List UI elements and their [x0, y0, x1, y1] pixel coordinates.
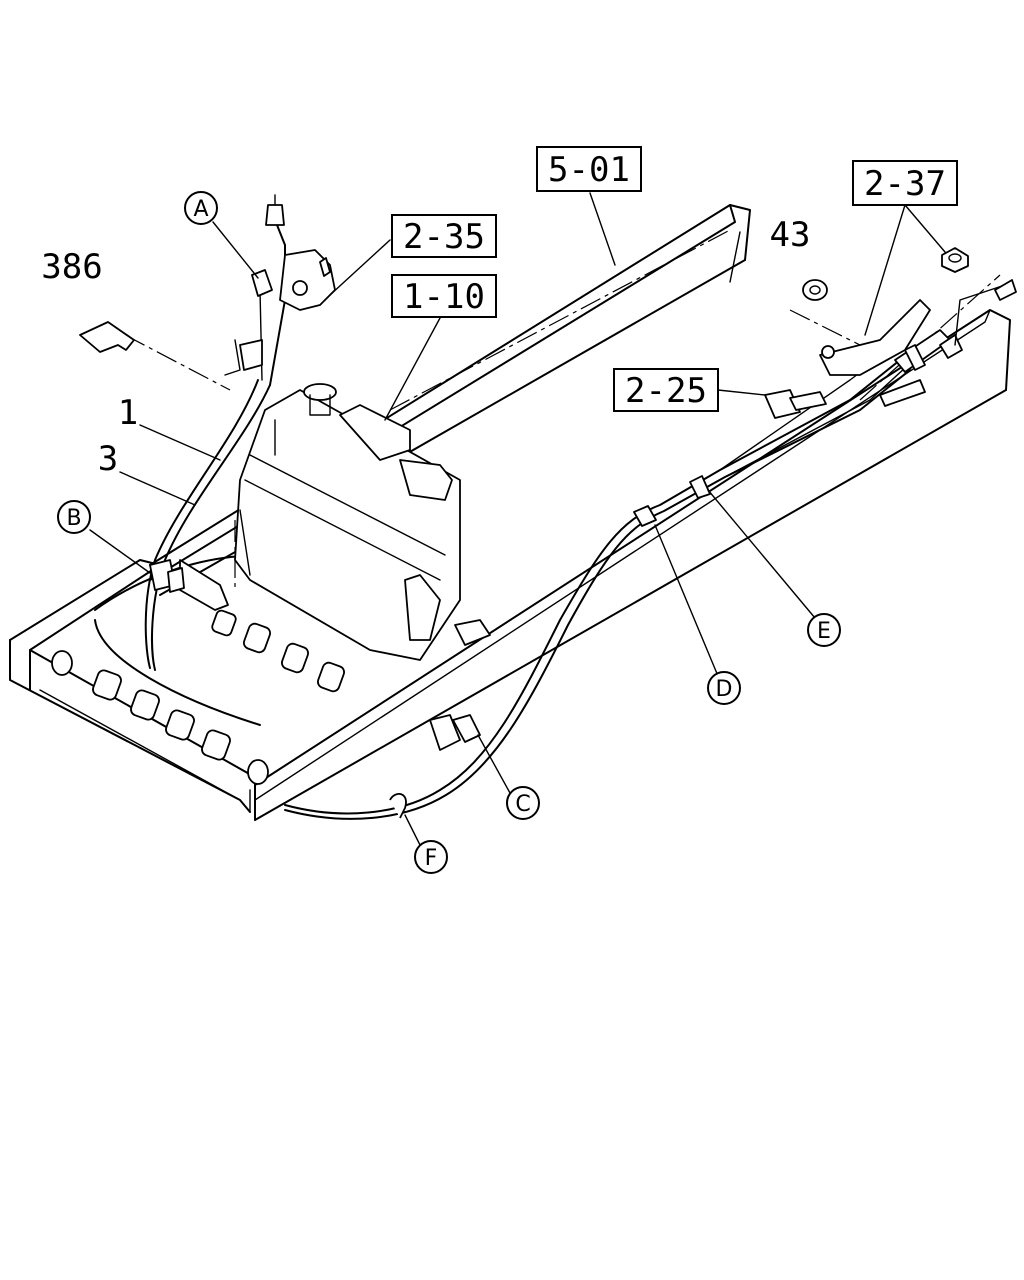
callout-5-01: 5-01 — [536, 146, 642, 192]
clip-386 — [79, 321, 135, 353]
label-1: 1 — [118, 393, 138, 433]
label-43: 43 — [770, 215, 811, 255]
ref-f-text: F — [425, 846, 438, 871]
lever-bracket — [224, 194, 336, 376]
radiator — [179, 383, 491, 751]
ref-e-text: E — [817, 619, 831, 644]
ref-circle-e: E — [807, 613, 841, 647]
ref-b-text: B — [66, 506, 81, 531]
callout-1-10: 1-10 — [391, 274, 497, 318]
ref-circle-a: A — [184, 191, 218, 225]
ref-circle-f: F — [414, 840, 448, 874]
callout-1-10-text: 1-10 — [403, 277, 485, 317]
clamp-f — [389, 793, 407, 819]
ref-circle-b: B — [57, 500, 91, 534]
frame-rail-right — [249, 309, 1011, 821]
equalizer-bracket — [819, 279, 1017, 407]
callout-2-35: 2-35 — [391, 214, 497, 258]
bracket-b — [149, 559, 185, 593]
ref-circle-c: C — [506, 786, 540, 820]
ref-circle-d: D — [707, 671, 741, 705]
clamp-c — [452, 714, 481, 743]
label-3: 3 — [98, 439, 118, 479]
callout-2-35-text: 2-35 — [403, 217, 485, 257]
clamp-d — [633, 505, 657, 527]
callout-2-37-text: 2-37 — [864, 164, 946, 204]
nut-2-37 — [941, 247, 969, 273]
callout-2-25: 2-25 — [613, 368, 719, 412]
callout-5-01-text: 5-01 — [548, 150, 630, 190]
ref-c-text: C — [515, 792, 530, 817]
callout-2-37: 2-37 — [852, 160, 958, 206]
clamp-e — [689, 475, 711, 499]
bolt-2-25 — [764, 389, 827, 419]
callout-2-25-text: 2-25 — [625, 371, 707, 411]
label-386: 386 — [41, 247, 102, 287]
nut-43 — [802, 279, 828, 301]
ref-a-text: A — [193, 197, 208, 222]
ref-d-text: D — [716, 677, 733, 702]
leader-lines — [89, 192, 946, 846]
